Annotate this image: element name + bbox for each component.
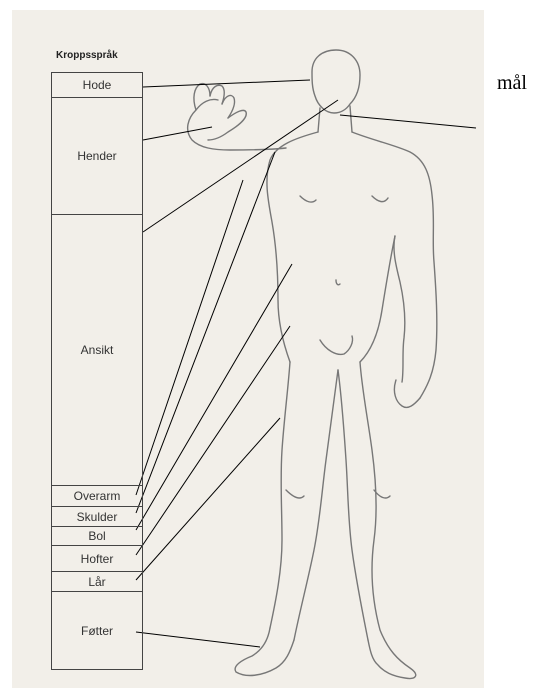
leader-hender bbox=[143, 127, 212, 140]
leader-hofter bbox=[136, 326, 290, 555]
leader-lines bbox=[136, 80, 476, 647]
leader-skulder bbox=[136, 152, 275, 513]
label-overarm: Overarm bbox=[51, 485, 143, 507]
label-hofter: Hofter bbox=[51, 545, 143, 572]
label-hode: Hode bbox=[51, 72, 143, 98]
label-hender: Hender bbox=[51, 97, 143, 215]
side-note-mal: mål bbox=[497, 72, 527, 95]
label-lar: Lår bbox=[51, 571, 143, 592]
leader-bol bbox=[136, 264, 292, 530]
label-bol: Bol bbox=[51, 526, 143, 546]
leader-overarm bbox=[136, 180, 243, 495]
human-figure-outline bbox=[188, 50, 437, 678]
label-ansikt: Ansikt bbox=[51, 214, 143, 486]
leader-hode bbox=[143, 80, 310, 87]
leader-lar bbox=[136, 418, 280, 580]
leader-fotter bbox=[136, 632, 260, 647]
label-fotter: Føtter bbox=[51, 591, 143, 670]
leader-mal bbox=[340, 115, 476, 128]
label-skulder: Skulder bbox=[51, 506, 143, 527]
diagram-title: Kroppsspråk bbox=[56, 50, 118, 61]
leader-ansikt bbox=[143, 100, 338, 232]
